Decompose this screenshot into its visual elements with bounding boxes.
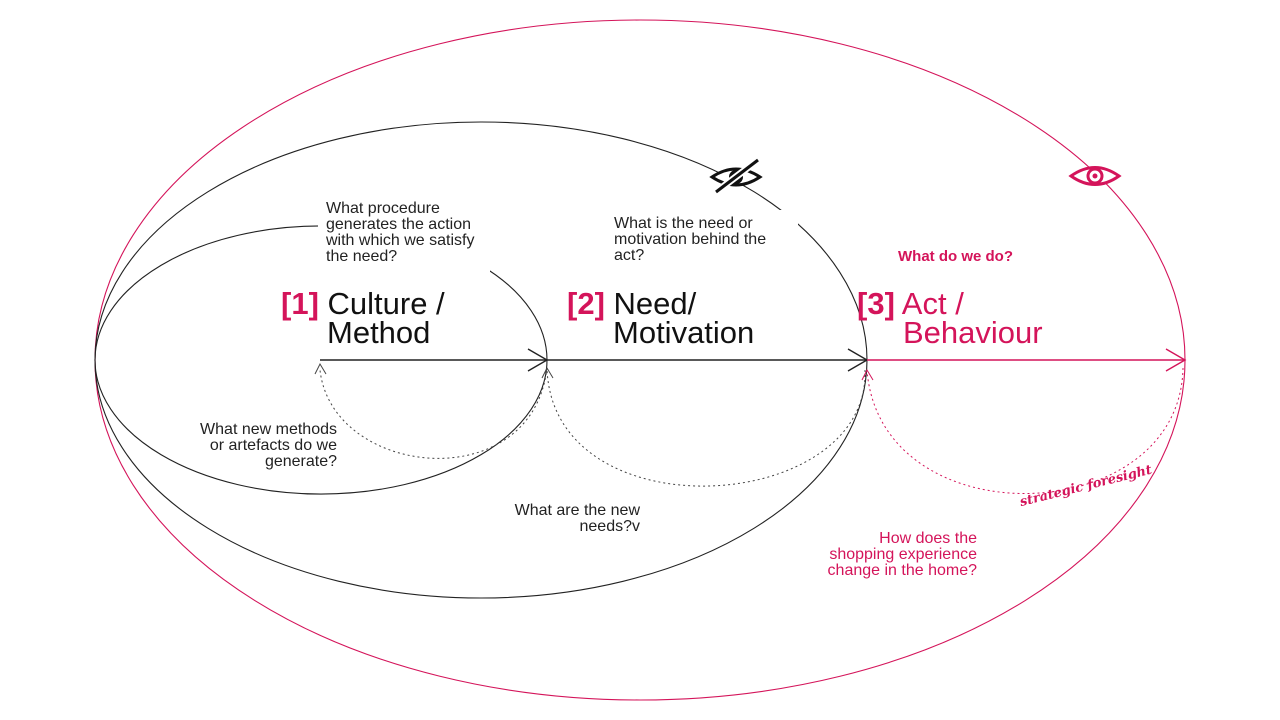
stage-title-line1: Act / bbox=[901, 286, 964, 321]
feedback-arrowhead-methods bbox=[314, 362, 327, 375]
stage-need-motivation-label: [2] Need/Motivation bbox=[567, 286, 755, 350]
feedback-arrowhead-needs bbox=[541, 366, 554, 379]
stage-number-1: [1] bbox=[281, 286, 319, 321]
question-need-motivation: What is the need or motivation behind th… bbox=[614, 215, 767, 264]
feedback-loop-foresight bbox=[866, 367, 1184, 494]
stage-act-behaviour-label: [3] Act /Behaviour bbox=[857, 286, 1043, 350]
feedback-arrowhead-foresight bbox=[861, 368, 874, 381]
question-new-needs: What are the new needs?v bbox=[514, 502, 640, 535]
stage-number-3: [3] bbox=[857, 286, 895, 321]
question-procedure: What procedure generates the action with… bbox=[326, 200, 475, 265]
stage-number-2: [2] bbox=[567, 286, 605, 321]
stage-title-line1: Need/ bbox=[613, 286, 697, 321]
feedback-loop-needs bbox=[546, 367, 866, 487]
question-shopping-experience: How does the shopping experience change … bbox=[827, 530, 977, 579]
eye-icon bbox=[1068, 166, 1122, 186]
question-new-methods: What new methods or artefacts do we gene… bbox=[200, 421, 337, 470]
stage-title-line1: Culture / bbox=[327, 286, 445, 321]
feedback-loop-methods bbox=[319, 367, 548, 459]
eye-slash-icon bbox=[709, 157, 763, 195]
stage-title-line2: Motivation bbox=[613, 315, 755, 350]
stage-title-line2: Method bbox=[327, 315, 431, 350]
arrowhead-act-to-future bbox=[1165, 348, 1187, 372]
question-what-do-we-do: What do we do? bbox=[898, 248, 1013, 265]
stage-title-line2: Behaviour bbox=[903, 315, 1043, 350]
stage-culture-method-label: [1] Culture /Method bbox=[281, 286, 445, 350]
